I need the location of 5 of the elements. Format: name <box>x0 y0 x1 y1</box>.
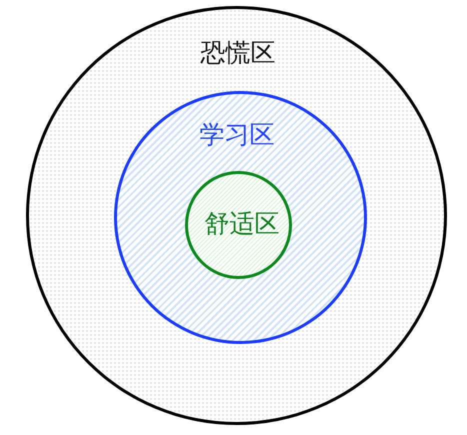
zone-label: 恐慌区 <box>200 40 276 66</box>
zone-label: 学习区 <box>199 122 274 148</box>
zone-label: 舒适区 <box>204 210 280 237</box>
zone-circle <box>184 170 292 279</box>
zone-circle <box>114 90 367 344</box>
